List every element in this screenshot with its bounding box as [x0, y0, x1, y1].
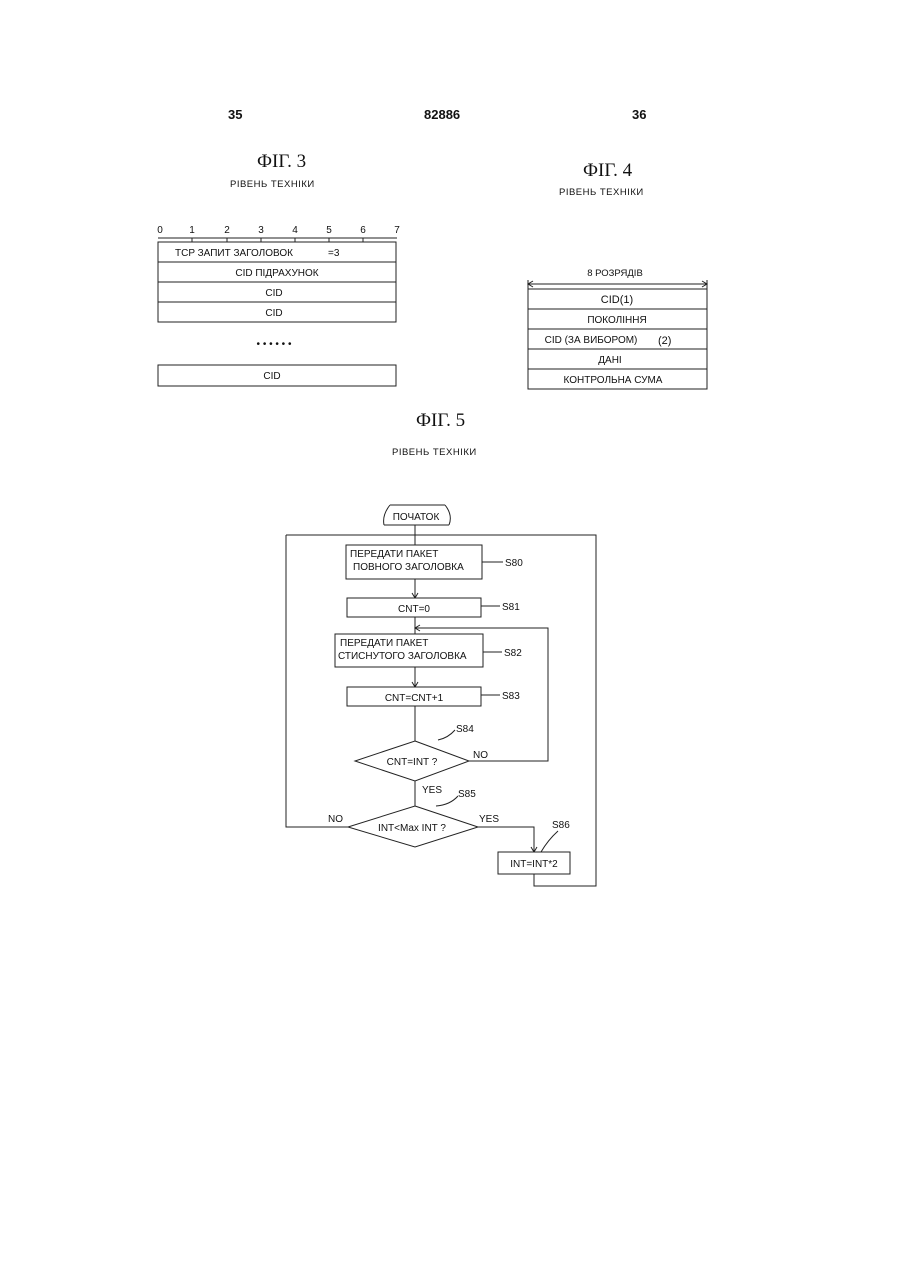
s81-step: S81: [502, 602, 520, 613]
fig4-optional-note: (2): [658, 335, 671, 347]
fig4-row-cid1: CID(1): [601, 294, 633, 306]
s84-no: NO: [473, 750, 488, 761]
bit-label-0: 0: [157, 225, 163, 236]
s86-step: S86: [552, 820, 570, 831]
fig4-row-generation: ПОКОЛІННЯ: [587, 315, 646, 326]
fig4-row-checksum: КОНТРОЛЬНА СУМА: [564, 375, 663, 386]
s82-step: S82: [504, 648, 522, 659]
bit-label-5: 5: [326, 225, 332, 236]
bit-label-6: 6: [360, 225, 366, 236]
s84-step: S84: [456, 724, 474, 735]
s83-text: CNT=CNT+1: [385, 693, 444, 704]
bit-label-2: 2: [224, 225, 230, 236]
fig3-row4-label: CID: [265, 308, 282, 319]
bit-label-1: 1: [189, 225, 195, 236]
s84-leader: [438, 730, 455, 740]
s85-leader: [436, 796, 458, 806]
fig3-diagram: 0 1 2 3 4 5 6 7 TCP ЗАПИТ ЗАГОЛОВОК =3 C…: [157, 225, 400, 386]
start-left-arc: [384, 505, 390, 525]
start-right-arc: [445, 505, 450, 525]
s85-no: NO: [328, 814, 343, 825]
s84-text: CNT=INT ?: [387, 757, 438, 768]
s85-text: INT<Max INT ?: [378, 823, 446, 834]
fig3-row1-label: TCP ЗАПИТ ЗАГОЛОВОК: [175, 248, 293, 259]
s86-leader: [541, 831, 558, 852]
fig4-width-label: 8 РОЗРЯДІВ: [587, 268, 643, 279]
s82-line1: ПЕРЕДАТИ ПАКЕТ: [340, 638, 428, 649]
bit-label-3: 3: [258, 225, 264, 236]
fig4-row-data: ДАНІ: [598, 355, 621, 366]
s85-yes-line: [478, 827, 534, 852]
fig4-diagram: 8 РОЗРЯДІВ CID(1) ПОКОЛІННЯ CID (ЗА ВИБО…: [528, 268, 707, 389]
fig5-flowchart: ПОЧАТОК ПЕРЕДАТИ ПАКЕТ ПОВНОГО ЗАГОЛОВКА…: [286, 505, 596, 886]
no-return-line: [286, 535, 348, 827]
fig4-row-cid-optional: CID (ЗА ВИБОРОМ): [545, 335, 638, 346]
s82-line2: СТИСНУТОГО ЗАГОЛОВКА: [338, 651, 467, 662]
fig3-row1-value: =3: [328, 248, 340, 259]
fig3-row3-label: CID: [265, 288, 282, 299]
s81-text: CNT=0: [398, 604, 430, 615]
s80-line1: ПЕРЕДАТИ ПАКЕТ: [350, 549, 438, 560]
bit-label-4: 4: [292, 225, 298, 236]
s85-yes: YES: [479, 814, 499, 825]
s86-text: INT=INT*2: [510, 859, 558, 870]
start-label: ПОЧАТОК: [393, 512, 440, 523]
s80-step: S80: [505, 558, 523, 569]
bit-label-7: 7: [394, 225, 400, 236]
s84-yes: YES: [422, 785, 442, 796]
fig3-last-label: CID: [263, 371, 280, 382]
fig3-row2-label: CID ПІДРАХУНОК: [235, 268, 318, 279]
s83-step: S83: [502, 691, 520, 702]
s85-step: S85: [458, 789, 476, 800]
s80-line2: ПОВНОГО ЗАГОЛОВКА: [353, 562, 464, 573]
fig3-ellipsis: • • • • • •: [257, 339, 292, 350]
